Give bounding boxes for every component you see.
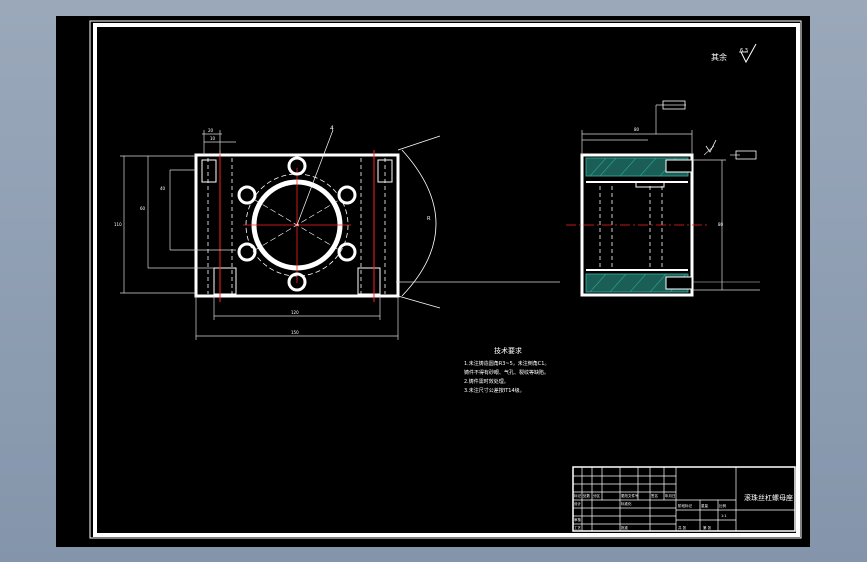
title-cell: 阶段标记 — [678, 503, 692, 508]
title-cell: 共 张 — [678, 525, 687, 530]
title-cell: 重量 — [701, 503, 709, 508]
front-view-outline — [194, 153, 400, 298]
dim-top-b: 10 — [210, 136, 216, 141]
front-view-dimensions — [120, 130, 399, 340]
title-cell: 批准 — [621, 525, 629, 530]
dim-left-tall: 110 — [114, 222, 122, 227]
bolt-hole — [337, 242, 357, 262]
bolt-hole — [337, 185, 357, 205]
title-block[interactable]: 滚珠丝杠螺母座 标记 处数 分区 更改文件号 签名 年月日 设计 审核 工艺 批… — [572, 466, 796, 532]
dim-radius: R — [427, 216, 431, 222]
dim-top-a: 20 — [208, 128, 214, 133]
side-section-view[interactable] — [566, 153, 710, 297]
title-cell: 更改文件号 — [621, 493, 639, 498]
tech-line: 3.未注尺寸公差按IT14级。 — [464, 387, 525, 394]
title-cell: 标准化 — [621, 501, 632, 506]
technical-requirements: 技术要求 1.未注铸造圆角R3~5，未注倒角C1。 铸件不得有砂眼、气孔、裂纹等… — [464, 346, 549, 394]
title-cell: 年月日 — [665, 493, 676, 498]
dim-left-mid: 60 — [140, 206, 146, 211]
front-view[interactable]: 4 R — [194, 125, 441, 309]
dim-side-right: 80 — [718, 222, 724, 227]
bolt-hole — [237, 185, 257, 205]
roughness-symbol-icon — [740, 43, 757, 64]
roughness-symbol-small-icon — [705, 139, 717, 153]
inner-border — [93, 23, 800, 537]
bolt-hole — [287, 272, 307, 292]
tech-title: 技术要求 — [494, 346, 522, 355]
tech-line: 1.未注铸造圆角R3~5，未注倒角C1。 — [464, 360, 549, 367]
tech-line: 铸件不得有砂眼、气孔、裂纹等缺陷。 — [464, 369, 549, 376]
title-cell: 1:1 — [721, 514, 727, 518]
bolt-hole — [287, 156, 307, 176]
side-view-dimensions — [581, 104, 760, 291]
dim-side-top: 80 — [634, 127, 640, 132]
dim-bottom-outer: 150 — [291, 330, 299, 335]
tech-line: 2.铸件需时效处理。 — [464, 378, 509, 385]
title-cell: 标记 — [574, 493, 582, 498]
roughness-label: 其余 — [711, 52, 727, 62]
outer-border — [89, 20, 802, 539]
datum-frame-top — [662, 100, 686, 110]
title-cell: 处数 — [583, 493, 591, 498]
title-cell: 审核 — [574, 517, 582, 522]
title-cell: 签名 — [651, 493, 658, 498]
bolt-hole — [237, 242, 257, 262]
title-cell: 工艺 — [574, 525, 582, 530]
title-cell: 设计 — [574, 501, 582, 506]
dim-bottom-inner: 120 — [291, 310, 299, 315]
title-cell: 比例 — [719, 503, 727, 508]
datum-frame-right — [735, 150, 757, 160]
svg-text:4: 4 — [330, 125, 334, 132]
dim-left-inner: 40 — [160, 186, 166, 191]
roughness-note: 其余 6.3 — [711, 43, 757, 64]
title-cell: 第 张 — [703, 525, 712, 530]
title-block-part-name: 滚珠丝杠螺母座 — [744, 493, 793, 502]
roughness-value: 6.3 — [740, 48, 748, 54]
title-cell: 分区 — [593, 493, 601, 498]
